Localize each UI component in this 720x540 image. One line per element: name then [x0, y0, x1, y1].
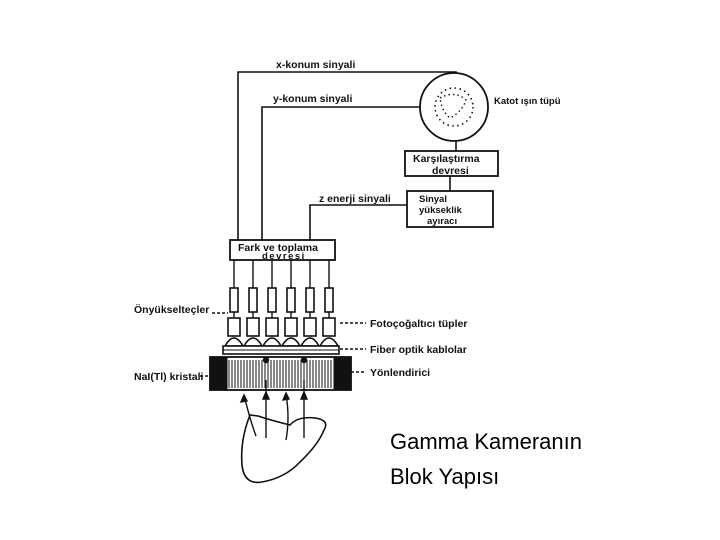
preamp: [267, 287, 277, 313]
crt-image-dots-inner: [439, 93, 467, 119]
photomultiplier-tube: [265, 317, 279, 337]
detector-channel: [242, 260, 264, 347]
preamp: [324, 287, 334, 313]
preamp: [286, 287, 296, 313]
detector-channel: [261, 260, 283, 347]
preamp: [229, 287, 239, 313]
collimator: [209, 356, 352, 391]
summing-label-line1: Fark ve toplama: [238, 242, 318, 254]
pmts-label: Fotoçoğaltıcı tüpler: [370, 318, 467, 330]
crt-label: Katot ışın tüpü: [494, 96, 561, 107]
photomultiplier-tube: [322, 317, 336, 337]
organ-outline: [240, 414, 327, 484]
pmt-face: [299, 337, 321, 347]
detector-channels: [223, 260, 340, 347]
crt: Katot ışın tüpü: [419, 72, 561, 142]
caption-line2: Blok Yapısı: [390, 464, 500, 489]
pmt-face: [223, 337, 245, 347]
pmt-face: [280, 337, 302, 347]
detector-channel: [318, 260, 340, 347]
photomultiplier-tube: [303, 317, 317, 337]
caption: Gamma Kameranın Blok Yapısı: [390, 424, 690, 494]
z-signal-label: z enerji sinyali: [319, 193, 391, 205]
preamp: [248, 287, 258, 313]
gamma-rays: [239, 356, 309, 441]
photomultiplier-tube: [284, 317, 298, 337]
pmt-face: [318, 337, 340, 347]
preamps-label: Önyükselteçler: [134, 303, 209, 316]
photomultiplier-tube: [227, 317, 241, 337]
crt-image-dots: [434, 87, 474, 127]
detector-channel: [223, 260, 245, 347]
z-signal-wire: [309, 204, 407, 242]
collimator-label: Yönlendirici: [370, 367, 430, 379]
summing-label-line2: devresi: [262, 251, 306, 262]
y-signal-label: y-konum sinyali: [273, 93, 352, 105]
pmt-face: [242, 337, 264, 347]
crystal-label: NaI(Tl) kristali: [134, 371, 204, 383]
detector-channel: [280, 260, 302, 347]
comparator-circuit: Karşılaştırma devresi: [404, 150, 499, 177]
caption-line1: Gamma Kameranın: [390, 429, 582, 454]
comparator-label-line2: devresi: [432, 165, 469, 177]
light-guide: [222, 345, 340, 355]
y-signal-wire: [261, 106, 420, 242]
x-signal-label: x-konum sinyali: [276, 59, 355, 71]
analyzer-label-line3: ayıracı: [427, 216, 457, 227]
photomultiplier-tube: [246, 317, 260, 337]
leader-lines: [200, 312, 366, 377]
crt-screen: [419, 72, 489, 142]
preamp: [305, 287, 315, 313]
pmt-face: [261, 337, 283, 347]
analyzer-label-line2: yükseklik: [419, 205, 462, 216]
comparator-label-line1: Karşılaştırma: [413, 153, 480, 165]
detector-channel: [299, 260, 321, 347]
pulse-height-analyzer: Sinyal yükseklik ayıracı: [406, 190, 494, 228]
collimator-septa: [228, 360, 332, 388]
fiber-label: Fiber optik kablolar: [370, 344, 467, 356]
summing-circuit: Fark ve toplama devresi: [229, 239, 336, 262]
patient-organ: [240, 414, 327, 484]
analyzer-label-line1: Sinyal: [419, 194, 447, 205]
